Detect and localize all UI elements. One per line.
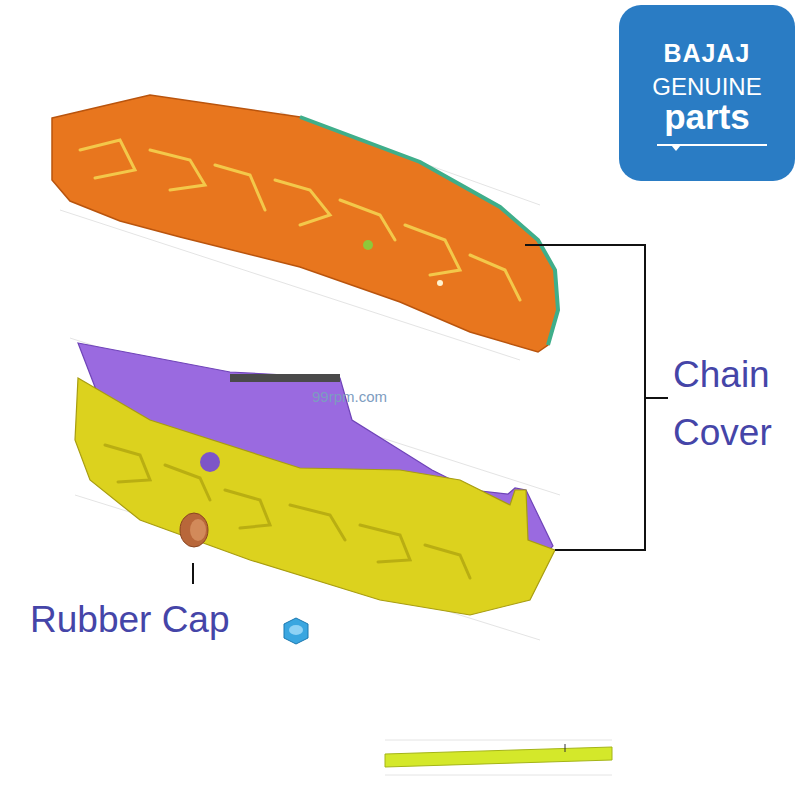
bracket xyxy=(525,245,668,550)
rubber-cap xyxy=(180,513,208,547)
logo-text: parts xyxy=(619,99,795,134)
bolt xyxy=(284,618,308,644)
logo-text: GENUINE xyxy=(619,75,795,99)
lower-chain-cover xyxy=(75,343,555,615)
logo-badge: BAJAJ GENUINEparts xyxy=(619,5,795,181)
part-label: Rubber Cap xyxy=(30,598,270,642)
part-label: Chain Cover xyxy=(673,346,795,462)
logo-text: BAJAJ xyxy=(619,41,795,66)
arrow-mark xyxy=(671,145,681,151)
watermark: 99rpm.com xyxy=(312,388,432,406)
upper-chain-cover xyxy=(52,95,558,352)
rubber-strip xyxy=(385,744,612,767)
leader-line xyxy=(192,563,194,584)
